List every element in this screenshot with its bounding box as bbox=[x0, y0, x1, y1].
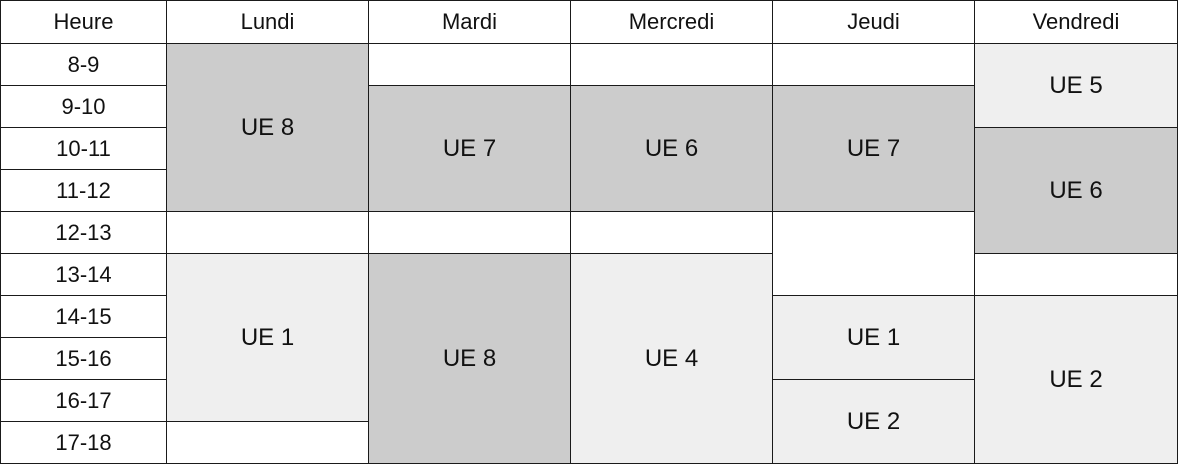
hour-label: 17-18 bbox=[0, 421, 167, 464]
header-day-lundi: Lundi bbox=[166, 0, 369, 44]
course-block: UE 7 bbox=[772, 85, 975, 212]
header-day-mardi: Mardi bbox=[368, 0, 571, 44]
hour-label: 16-17 bbox=[0, 379, 167, 422]
course-block: UE 6 bbox=[974, 127, 1178, 254]
course-block: UE 1 bbox=[772, 295, 975, 380]
course-block: UE 8 bbox=[368, 253, 571, 464]
header-day-vendredi: Vendredi bbox=[974, 0, 1178, 44]
empty-slot bbox=[166, 211, 369, 254]
hour-label: 15-16 bbox=[0, 337, 167, 380]
header-day-jeudi: Jeudi bbox=[772, 0, 975, 44]
hour-label: 8-9 bbox=[0, 43, 167, 86]
empty-slot bbox=[570, 43, 773, 86]
empty-slot bbox=[166, 421, 369, 464]
hour-label: 10-11 bbox=[0, 127, 167, 170]
course-block: UE 6 bbox=[570, 85, 773, 212]
empty-slot bbox=[368, 43, 571, 86]
hour-label: 9-10 bbox=[0, 85, 167, 128]
course-block: UE 2 bbox=[772, 379, 975, 464]
empty-slot bbox=[772, 211, 975, 296]
hour-label: 14-15 bbox=[0, 295, 167, 338]
header-day-mercredi: Mercredi bbox=[570, 0, 773, 44]
course-block: UE 2 bbox=[974, 295, 1178, 464]
empty-slot bbox=[570, 211, 773, 254]
empty-slot bbox=[772, 43, 975, 86]
course-block: UE 1 bbox=[166, 253, 369, 422]
hour-label: 13-14 bbox=[0, 253, 167, 296]
hour-label: 11-12 bbox=[0, 169, 167, 212]
hour-label: 12-13 bbox=[0, 211, 167, 254]
course-block: UE 4 bbox=[570, 253, 773, 464]
course-block: UE 5 bbox=[974, 43, 1178, 128]
course-block: UE 8 bbox=[166, 43, 369, 212]
empty-slot bbox=[974, 253, 1178, 296]
header-heure: Heure bbox=[0, 0, 167, 44]
course-block: UE 7 bbox=[368, 85, 571, 212]
empty-slot bbox=[368, 211, 571, 254]
